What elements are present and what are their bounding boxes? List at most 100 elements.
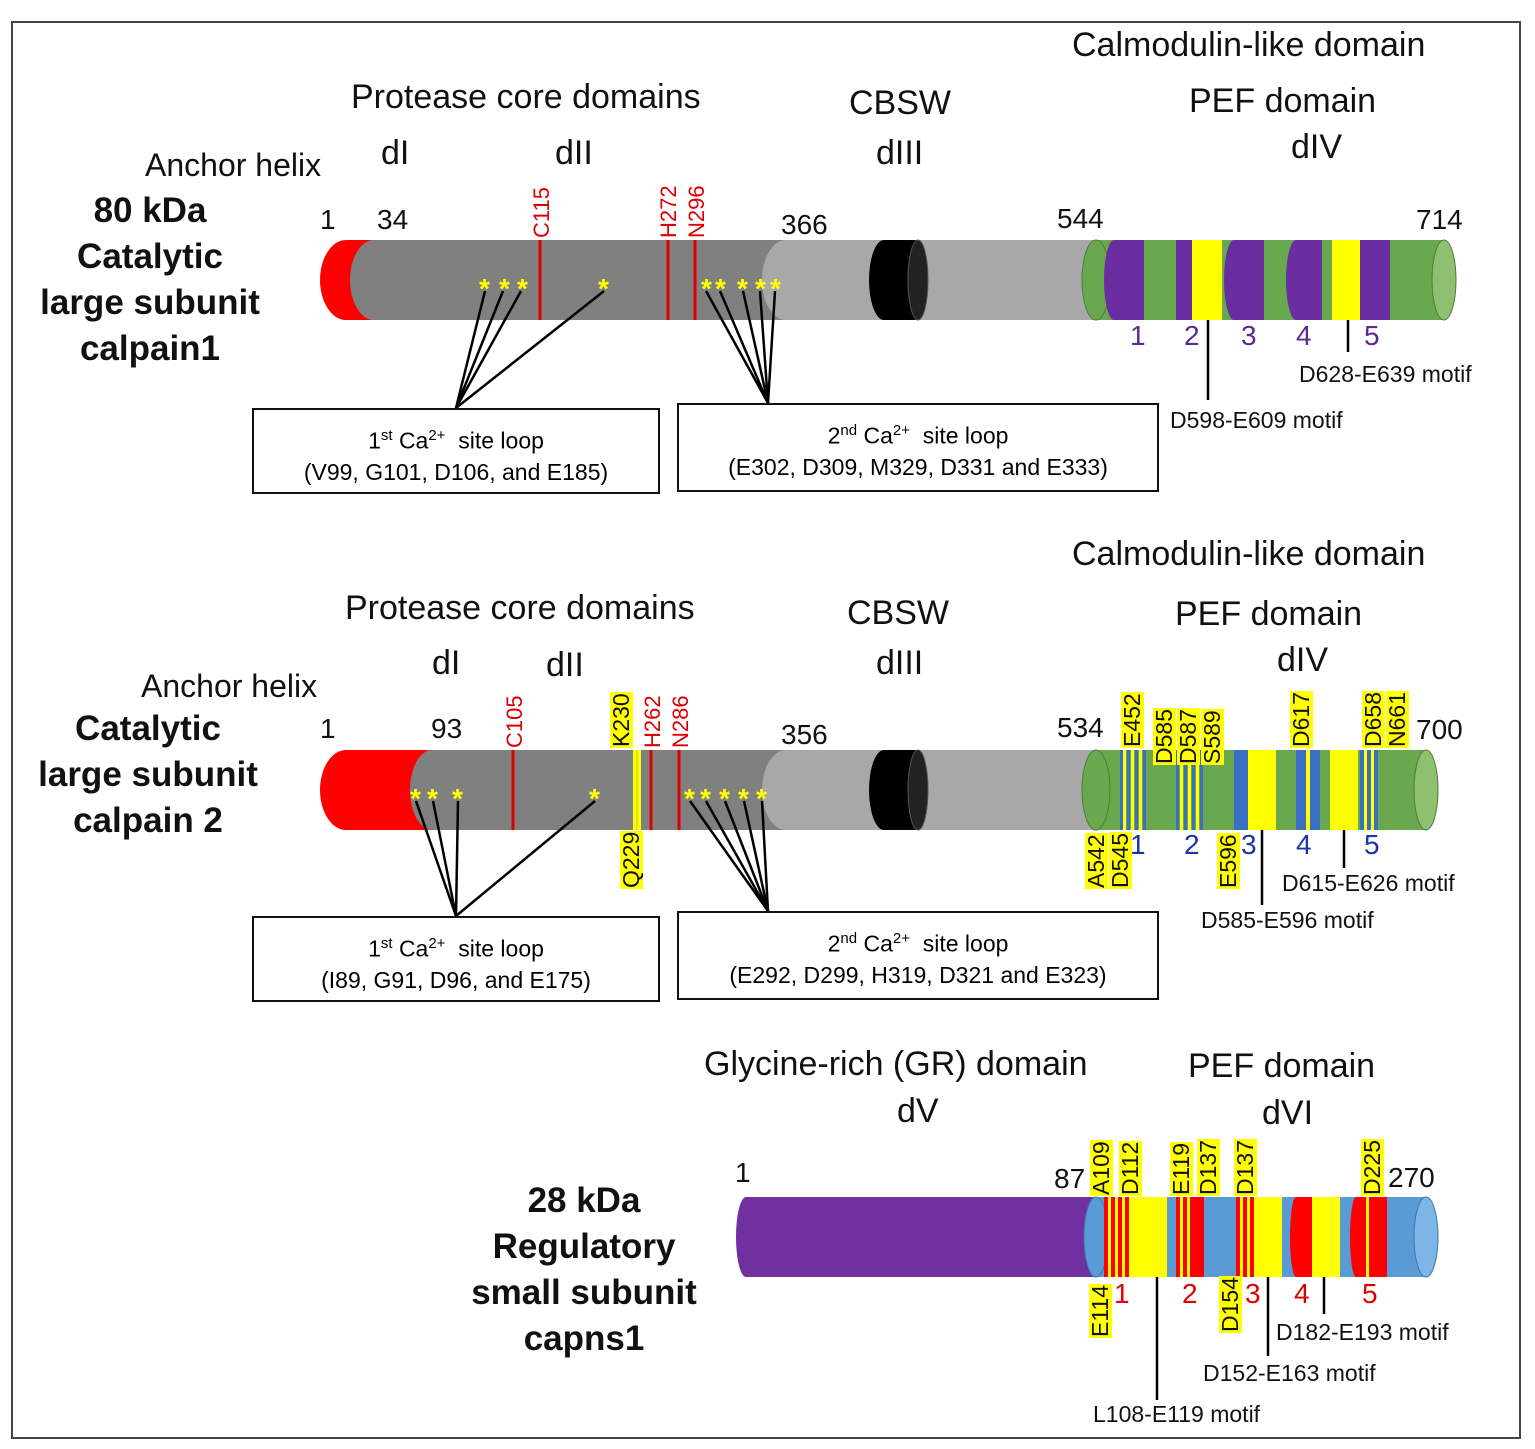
calpain1-motif-d628: D628-E639 motif	[1299, 361, 1472, 387]
calpain1-label-line1: 80 kDa	[93, 191, 207, 230]
calpain2-motif-d585: D585-E596 motif	[1201, 907, 1374, 933]
calpain1-motif-d598: D598-E609 motif	[1170, 407, 1343, 433]
capns1-gr-title: Glycine-rich (GR) domain	[704, 1045, 1088, 1083]
calpain2-core-title: Protease core domains	[345, 589, 695, 627]
capns1-pos-1: 1	[735, 1157, 751, 1188]
calpain2-d617-label: D617	[1288, 691, 1314, 748]
calpain2-di-label: dI	[432, 644, 461, 682]
calpain2-d587-label: D587	[1175, 708, 1201, 765]
svg-text:*: *	[756, 783, 767, 814]
calpain2-n661-label: N661	[1384, 691, 1410, 748]
capns1-label-line2: Regulatory	[492, 1227, 676, 1266]
svg-text:*: *	[719, 783, 730, 814]
calpain1-h272-label: H272	[656, 185, 681, 238]
capns1-a109-label: A109	[1088, 1140, 1114, 1196]
svg-text:*: *	[701, 273, 712, 304]
capns1-motif-d152: D152-E163 motif	[1203, 1360, 1376, 1386]
capns1-pos-87: 87	[1054, 1163, 1086, 1194]
calpain2-motif-d615: D615-E626 motif	[1282, 870, 1455, 896]
calpain1-cbsw-title: CBSW	[849, 84, 951, 122]
calpain2-ef-4: 4	[1296, 829, 1312, 860]
svg-text:*: *	[410, 783, 421, 814]
calpain1-ef-2: 2	[1184, 320, 1200, 351]
calpain1-site2-box: 2nd Ca2+ site loop (E302, D309, M329, D3…	[677, 403, 1159, 492]
calpain1-diii-label: dIII	[876, 134, 924, 172]
calpain1-site2-heading: 2nd Ca2+ site loop	[827, 422, 1009, 449]
calpain1-subunit-label: 80 kDa Catalytic large subunit calpain1	[22, 188, 278, 372]
calpain1-site1-box: 1st Ca2+ site loop (V99, G101, D106, and…	[252, 408, 660, 494]
svg-text:*: *	[684, 783, 695, 814]
calpain1-cam-title: Calmodulin-like domain	[1072, 26, 1426, 64]
calpain2-ef4-highlight	[1330, 750, 1358, 830]
calpain1-label-line3: large subunit	[40, 283, 260, 322]
capns1-e119-label: E119	[1168, 1141, 1194, 1196]
calpain2-site1-residues: (I89, G91, D96, and E175)	[321, 966, 591, 993]
calpain2-h262-label: H262	[640, 695, 665, 748]
capns1-d154-label: D154	[1217, 1276, 1243, 1333]
capns1-d137b-label: D137	[1232, 1139, 1258, 1196]
calpain1-pos-34: 34	[377, 204, 409, 235]
calpain2-c105-label: C105	[502, 695, 527, 748]
capns1-ef4-highlight	[1312, 1197, 1340, 1277]
svg-text:*: *	[427, 783, 438, 814]
calpain1-c115-label: C115	[529, 187, 554, 238]
calpain2-pos-534: 534	[1057, 712, 1104, 743]
calpain1-bar: *** * *****	[320, 239, 1457, 409]
capns1-label-line3: small subunit	[471, 1273, 697, 1312]
calpain1-di-label: dI	[381, 134, 410, 172]
capns1-label-line4: capns1	[523, 1319, 645, 1358]
calpain1-pos-1: 1	[320, 204, 336, 235]
calpain2-pos-356: 356	[781, 719, 828, 750]
calpain2-s589-label: S589	[1199, 709, 1225, 765]
capns1-d225-label: D225	[1359, 1139, 1385, 1196]
calpain2-ef-5: 5	[1364, 829, 1380, 860]
calpain1-pef-title: PEF domain	[1189, 82, 1377, 120]
calpain2-ef3-highlight	[1248, 750, 1276, 830]
capns1-gr-segment	[746, 1197, 1096, 1277]
capns1-d112-label: D112	[1117, 1140, 1143, 1196]
calpain1-ef5-highlight	[1332, 240, 1360, 320]
calpain1-pos-366: 366	[781, 209, 828, 240]
calpain2-site2-heading: 2nd Ca2+ site loop	[827, 930, 1009, 957]
calpain2-diii-label: dIII	[876, 644, 924, 682]
capns1-motif-d182: D182-E193 motif	[1276, 1319, 1449, 1345]
capns1-ef-3: 3	[1245, 1278, 1261, 1309]
calpain2-label-line1: Catalytic	[75, 709, 221, 748]
calpain2-site1-box: 1st Ca2+ site loop (I89, G91, D96, and E…	[252, 916, 660, 1002]
calpain1-ef2-highlight	[1192, 240, 1222, 320]
calpain1-pos-714: 714	[1416, 204, 1463, 235]
svg-text:*: *	[517, 273, 528, 304]
calpain2-e452-label: E452	[1119, 692, 1145, 748]
svg-text:*: *	[589, 783, 600, 814]
calpain2-a542-label: A542	[1083, 833, 1109, 889]
capns1-motif-l108: L108-E119 motif	[1093, 1401, 1261, 1427]
calpain1-core-title: Protease core domains	[351, 78, 701, 116]
calpain2-pos-1: 1	[320, 713, 336, 744]
capns1-ef3-highlight	[1254, 1197, 1282, 1277]
calpain2-site2-box: 2nd Ca2+ site loop (E292, D299, H319, D3…	[677, 911, 1159, 1000]
calpain1-div-label: dIV	[1291, 128, 1343, 166]
svg-text:*: *	[598, 273, 609, 304]
capns1-e114-label: E114	[1087, 1283, 1113, 1338]
calpain2-bar: *** * *****	[320, 749, 1439, 917]
calpain1-label-line2: Catalytic	[77, 237, 223, 276]
calpain1-label-line4: calpain1	[79, 329, 221, 368]
calpain2-d585-label: D585	[1151, 708, 1177, 765]
calpain1-site2-residues: (E302, D309, M329, D331 and E333)	[728, 453, 1108, 480]
calpain1-site1-heading: 1st Ca2+ site loop	[368, 427, 544, 454]
calpain2-k230-label: K230	[608, 692, 634, 748]
calpain1-cbsw-segment	[786, 240, 1096, 320]
calpain2-n286-label: N286	[668, 695, 693, 748]
calpain1-ef-5: 5	[1364, 320, 1380, 351]
calpain2-q229-label: Q229	[618, 830, 644, 889]
svg-text:*: *	[479, 273, 490, 304]
svg-text:*: *	[452, 783, 463, 814]
capns1-subunit-label: 28 kDa Regulatory small subunit capns1	[455, 1178, 713, 1362]
calpain2-subunit-label: Catalytic large subunit calpain 2	[20, 706, 276, 844]
calpain2-d658-label: D658	[1360, 691, 1386, 748]
calpain2-anchor-label: Anchor helix	[141, 668, 318, 704]
calpain1-core-segment	[374, 240, 786, 320]
capns1-ef1-highlight	[1129, 1197, 1167, 1277]
capns1-ef-4: 4	[1294, 1278, 1310, 1309]
calpain2-div-label: dIV	[1277, 641, 1329, 679]
